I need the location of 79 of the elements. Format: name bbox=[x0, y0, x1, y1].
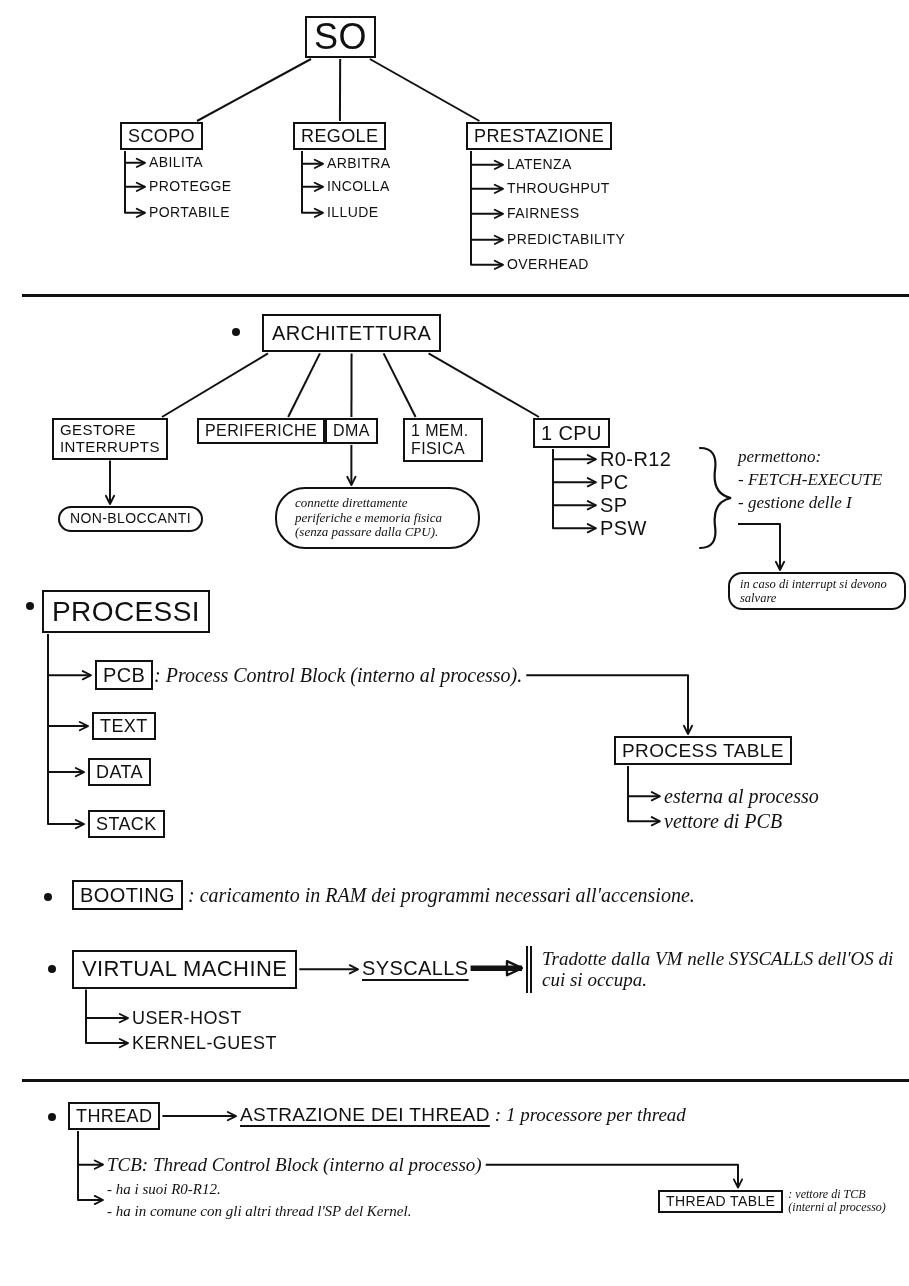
list-item-text: OVERHEAD bbox=[507, 257, 589, 273]
arrow bbox=[104, 459, 116, 505]
topic-box: PCB bbox=[95, 660, 154, 691]
list-item-text: PSW bbox=[600, 517, 647, 540]
arrow bbox=[124, 150, 146, 218]
list-item-text: SP bbox=[600, 494, 628, 517]
quoted-note: Tradotte dalla VM nelle SYSCALLS dell'OS di cui si occupa. bbox=[526, 946, 907, 993]
list-item-text: PORTABILE bbox=[149, 205, 230, 221]
definition-text: : caricamento in RAM dei programmi necessari all'accensione. bbox=[188, 884, 695, 907]
topic-box: PROCESS TABLE bbox=[614, 736, 792, 766]
connector-line bbox=[287, 352, 321, 418]
note-text: - gestione delle I bbox=[738, 493, 853, 513]
topic-box: GESTORE INTERRUPTS bbox=[52, 418, 168, 460]
list-item-text: ILLUDE bbox=[327, 205, 379, 221]
note-text: - FETCH-EXECUTE bbox=[738, 470, 883, 490]
arrow bbox=[525, 674, 694, 735]
topic-box: VIRTUAL MACHINE bbox=[72, 950, 298, 989]
list-item-text: R0-R12 bbox=[600, 448, 672, 471]
list-item-text: USER-HOST bbox=[132, 1008, 242, 1029]
connector-line bbox=[427, 352, 540, 418]
connector-line bbox=[368, 58, 481, 122]
arrow bbox=[552, 448, 597, 534]
note-text: esterna al processo bbox=[664, 785, 819, 808]
note-text: TCB: Thread Control Block (interno al processo) bbox=[107, 1154, 482, 1176]
note-text: permettono: bbox=[738, 447, 823, 467]
arrow bbox=[484, 1163, 744, 1189]
note-text: - ha i suoi R0-R12. bbox=[107, 1180, 222, 1198]
list-item-text: PROTEGGE bbox=[149, 179, 232, 195]
arrow bbox=[47, 633, 85, 830]
arrow bbox=[737, 523, 786, 571]
topic-box: THREAD bbox=[68, 1102, 161, 1131]
list-item-text: FAIRNESS bbox=[507, 206, 580, 222]
topic-box: PROCESSI bbox=[42, 590, 210, 634]
note-bubble: NON-BLOCCANTI bbox=[58, 506, 204, 532]
list-item-text: PREDICTABILITY bbox=[507, 232, 626, 248]
topic-box: SCOPO bbox=[120, 122, 203, 151]
connector-line bbox=[196, 58, 312, 122]
list-item-text: KERNEL-GUEST bbox=[132, 1033, 277, 1054]
arrow bbox=[470, 960, 524, 977]
arrow bbox=[301, 150, 324, 218]
topic-box: SO bbox=[305, 16, 376, 58]
note-bubble: in caso di interrupt si devono salvare bbox=[728, 572, 906, 610]
list-item-text: THROUGHPUT bbox=[507, 181, 610, 197]
definition-text: : 1 processore per thread bbox=[494, 1104, 686, 1126]
arrow bbox=[298, 964, 359, 975]
arrow bbox=[77, 1130, 104, 1206]
topic-box: STACK bbox=[88, 810, 165, 839]
topic-box: REGOLE bbox=[293, 122, 387, 151]
list-item-text: ASTRAZIONE DEI THREAD bbox=[240, 1104, 490, 1126]
topic-box: PRESTAZIONE bbox=[466, 122, 613, 151]
topic-box: ARCHITETTURA bbox=[262, 314, 442, 353]
connector-line bbox=[350, 352, 353, 418]
topic-box: TEXT bbox=[92, 712, 156, 741]
topic-box: 1 MEM. FISICA bbox=[403, 418, 483, 462]
connector-line bbox=[161, 352, 269, 418]
topic-box: 1 CPU bbox=[533, 418, 610, 449]
topic-box: DMA bbox=[325, 418, 378, 444]
arrow bbox=[85, 988, 129, 1049]
arrow bbox=[470, 150, 504, 270]
list-item-text: INCOLLA bbox=[327, 179, 390, 195]
list-item-text: LATENZA bbox=[507, 157, 572, 173]
note-text: vettore di PCB bbox=[664, 810, 783, 833]
note-text: : Process Control Block (interno al processo). bbox=[154, 664, 523, 687]
list-item-text: ABILITA bbox=[149, 155, 203, 171]
topic-box: BOOTING bbox=[72, 880, 184, 911]
topic-box: DATA bbox=[88, 758, 151, 787]
list-item-text: ARBITRA bbox=[327, 156, 391, 172]
note-text: - ha in comune con gli altri thread l'SP del Kernel. bbox=[107, 1202, 412, 1220]
arrow bbox=[627, 765, 661, 827]
arrow bbox=[161, 1111, 237, 1122]
arrow bbox=[346, 443, 357, 486]
definition-text: : vettore di TCB (interni al processo) bbox=[788, 1188, 887, 1215]
list-item-text: SYSCALLS bbox=[362, 957, 469, 980]
topic-box: THREAD TABLE bbox=[658, 1189, 784, 1214]
connector-line bbox=[382, 352, 417, 418]
topic-box: PERIFERICHE bbox=[197, 418, 325, 444]
list-item-text: PC bbox=[600, 471, 629, 494]
note-bubble: connette direttamente periferiche e memoria fisica (senza passare dalla CPU). bbox=[275, 487, 480, 549]
connector-line bbox=[338, 58, 342, 122]
